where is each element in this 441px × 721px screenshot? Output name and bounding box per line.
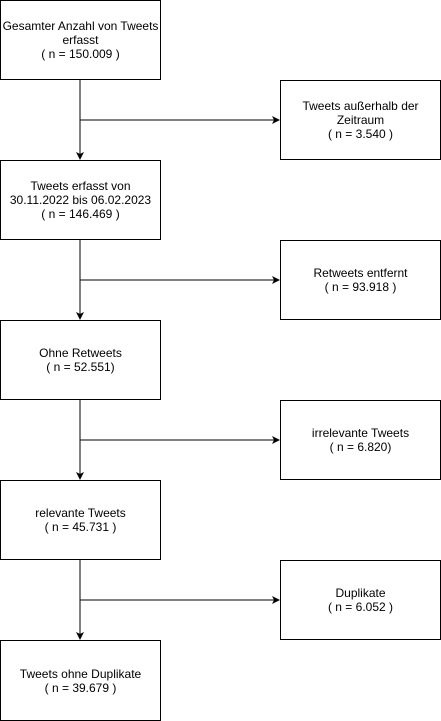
box-tweets-in-period-line-1: Tweets erfasst von <box>30 179 131 193</box>
box-tweets-without-duplicates-line-1: Tweets ohne Duplikate <box>19 666 142 681</box>
box-excluded-outside-period-count: ( n = 3.540 ) <box>327 127 394 141</box>
box-excluded-duplicates-count: ( n = 6.052 ) <box>327 600 394 614</box>
box-relevant-tweets: relevante Tweets ( n = 45.731 ) <box>0 480 161 560</box>
box-relevant-tweets-line-1: relevante Tweets <box>35 506 126 520</box>
box-without-retweets: Ohne Retweets ( n = 52.551) <box>0 320 161 400</box>
box-tweets-in-period: Tweets erfasst von 30.11.2022 bis 06.02.… <box>0 160 161 240</box>
box-tweets-in-period-count: ( n = 146.469 ) <box>41 207 120 221</box>
box-excluded-outside-period-line-2: Zeitraum <box>336 113 385 127</box>
box-tweets-without-duplicates-count: ( n = 39.679 ) <box>44 680 117 695</box>
box-tweets-in-period-line-2: 30.11.2022 bis 06.02.2023 <box>9 193 152 207</box>
box-excluded-retweets-line-1: Retweets entfernt <box>313 266 408 280</box>
box-without-retweets-count: ( n = 52.551) <box>46 360 115 374</box>
box-total-tweets-line-1: Gesamter Anzahl von Tweets <box>2 19 159 33</box>
box-excluded-irrelevant-count: ( n = 6.820) <box>329 440 392 454</box>
box-excluded-duplicates-line-1: Duplikate <box>335 586 386 600</box>
box-excluded-duplicates: Duplikate ( n = 6.052 ) <box>280 560 441 640</box>
box-excluded-outside-period-line-1: Tweets außerhalb der <box>302 99 419 113</box>
box-excluded-retweets-count: ( n = 93.918 ) <box>324 280 397 294</box>
box-total-tweets-line-2: erfasst <box>62 33 99 47</box>
box-tweets-without-duplicates: Tweets ohne Duplikate ( n = 39.679 ) <box>0 640 161 721</box>
box-excluded-irrelevant: irrelevante Tweets ( n = 6.820) <box>280 400 441 480</box>
box-excluded-outside-period: Tweets außerhalb der Zeitraum ( n = 3.54… <box>280 80 441 160</box>
box-excluded-retweets: Retweets entfernt ( n = 93.918 ) <box>280 240 441 320</box>
box-excluded-irrelevant-line-1: irrelevante Tweets <box>311 426 410 440</box>
box-total-tweets-count: ( n = 150.009 ) <box>41 47 120 61</box>
box-relevant-tweets-count: ( n = 45.731 ) <box>44 520 117 534</box>
box-total-tweets: Gesamter Anzahl von Tweets erfasst ( n =… <box>0 0 161 80</box>
box-without-retweets-line-1: Ohne Retweets <box>39 346 122 360</box>
